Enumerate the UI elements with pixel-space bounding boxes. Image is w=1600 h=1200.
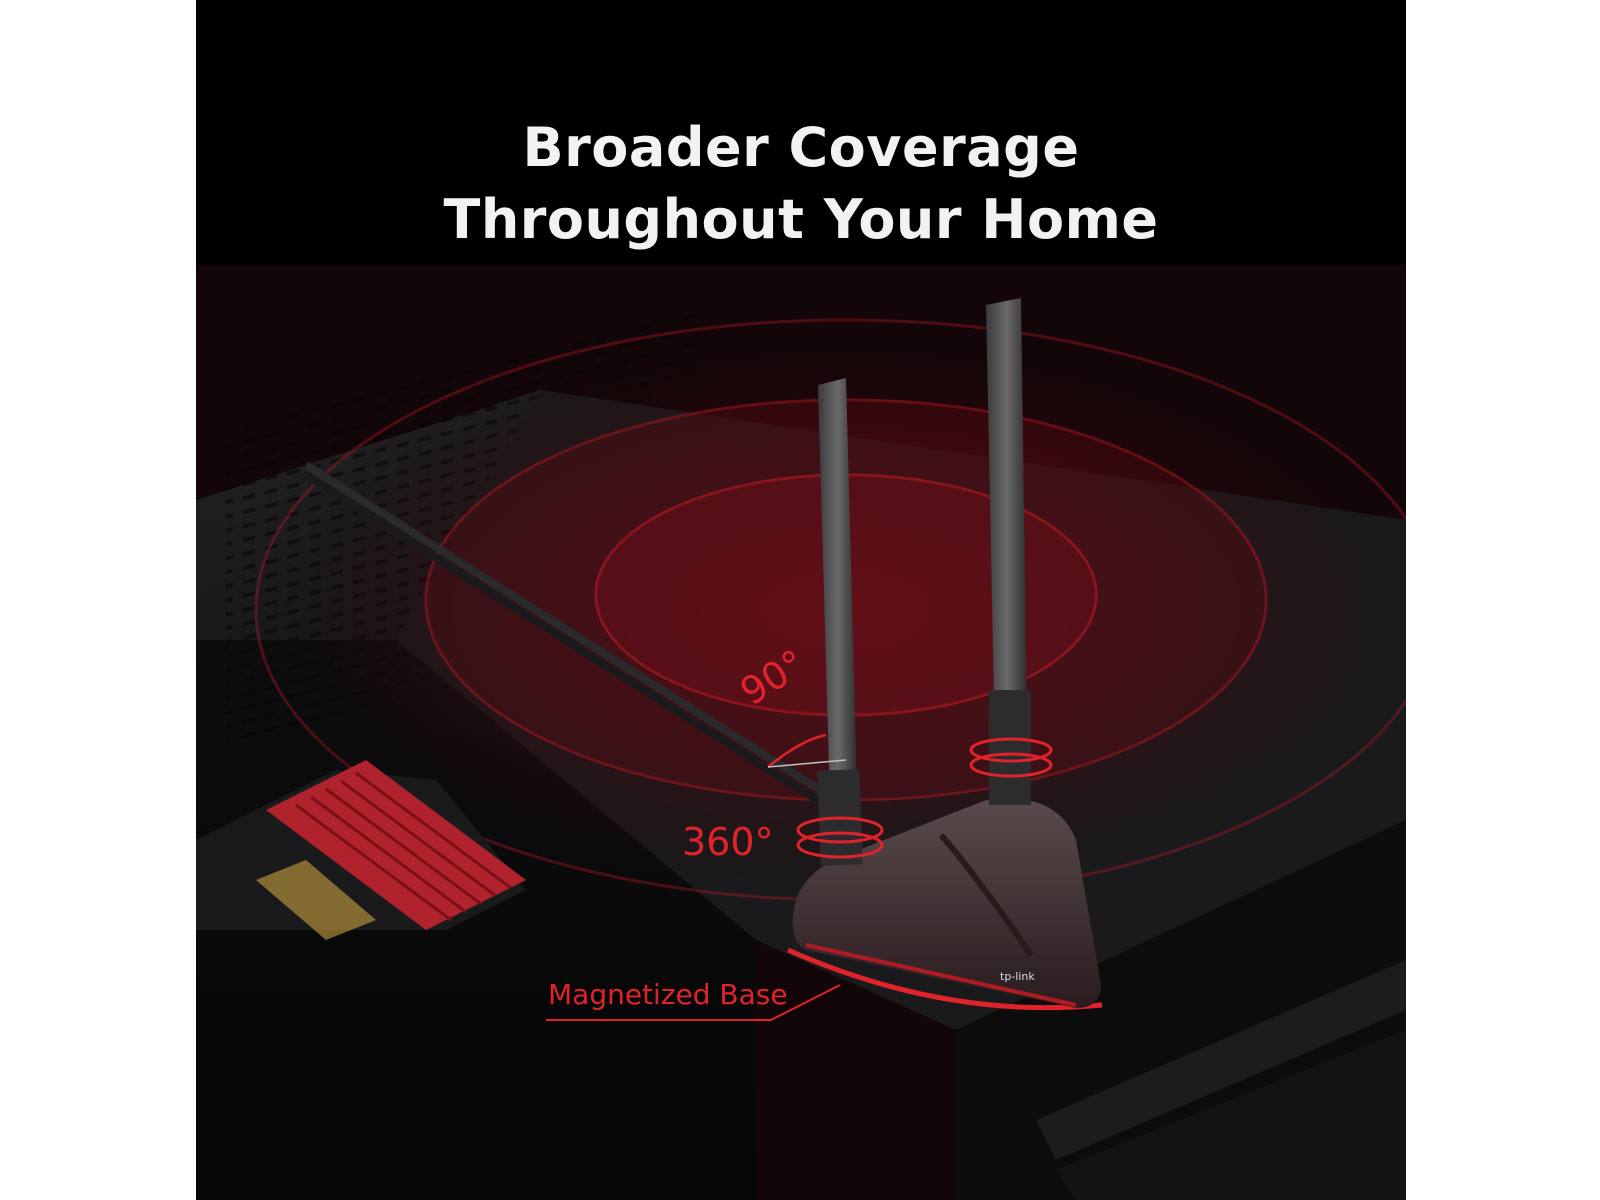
magnetized-base-callout: Magnetized Base bbox=[548, 978, 788, 1011]
headline-line-1: Broader Coverage bbox=[522, 116, 1080, 179]
product-image: Broader Coverage Throughout Your Home 90… bbox=[196, 0, 1406, 1200]
brand-logo: tp-link bbox=[1000, 970, 1035, 983]
headline-line-2: Throughout Your Home bbox=[443, 188, 1159, 251]
rotation-angle-callout: 360° bbox=[682, 820, 774, 864]
product-illustration bbox=[196, 0, 1406, 1200]
